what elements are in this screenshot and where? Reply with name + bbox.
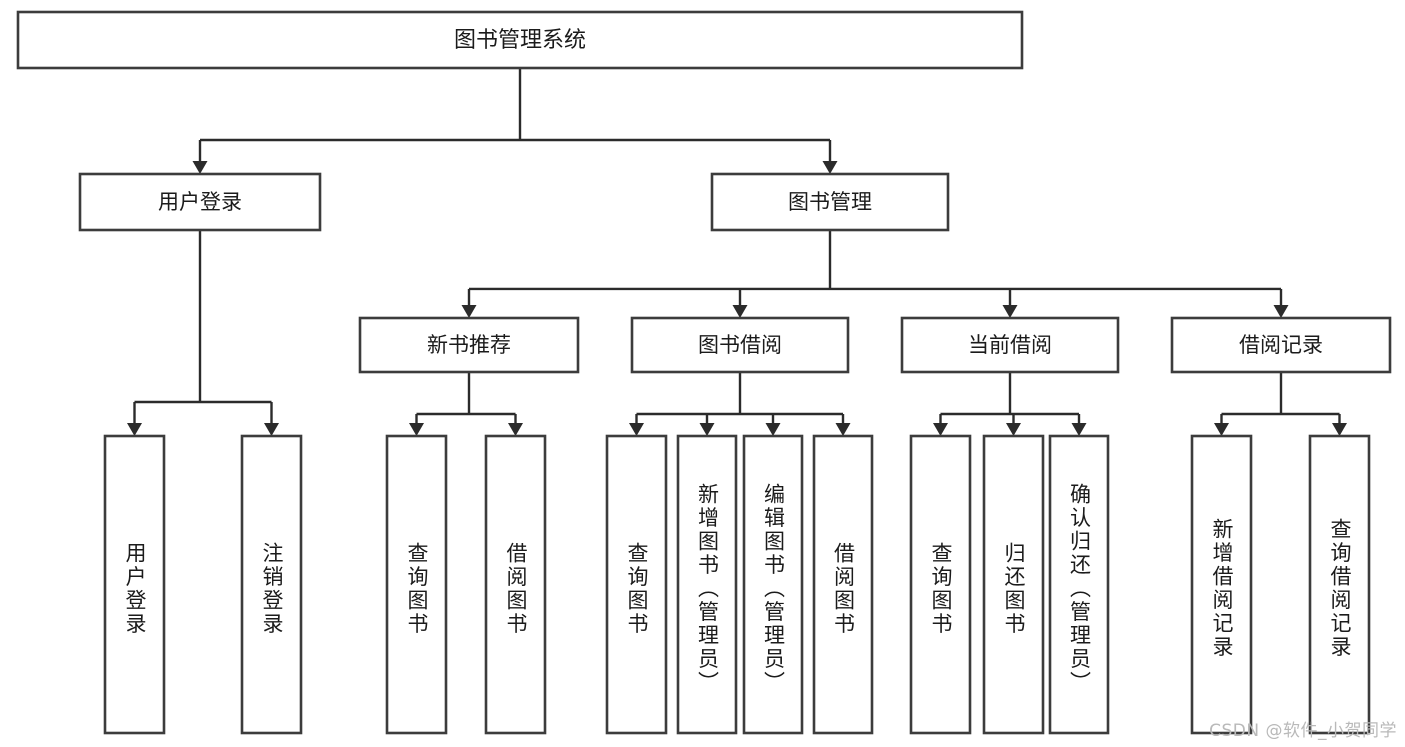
node-box-leaf-add-book-admin	[676, 434, 738, 735]
node-box-leaf-query-book-current	[909, 434, 972, 735]
node-box-root	[16, 10, 1024, 70]
conn-borrow-to-leaves-arrow-leaf-add-book-admin-head	[699, 423, 715, 436]
node-box-borrow-record	[1170, 316, 1392, 374]
node-book-borrow[interactable]: 图书借阅	[630, 316, 850, 374]
node-leaf-edit-book-admin[interactable]	[742, 434, 804, 735]
conn-root-to-level2-arrow-user-login-head	[192, 161, 208, 174]
conn-current-to-leaves-arrow-leaf-return-book-head	[1006, 423, 1021, 436]
node-leaf-query-book-recommend[interactable]	[385, 434, 448, 735]
node-label-user-login: 用户登录	[158, 190, 242, 214]
watermark-text: CSDN @软件_小贺同学	[1209, 721, 1397, 741]
connectors-layer	[127, 68, 1347, 436]
node-box-leaf-user-logout	[240, 434, 303, 735]
conn-record-to-leaves-arrow-leaf-add-borrow-record-head	[1214, 423, 1229, 436]
node-leaf-query-book-borrow[interactable]	[605, 434, 668, 735]
conn-bookmgmt-to-level3-arrow-borrow-record-head	[1273, 305, 1289, 318]
conn-borrow-to-leaves-arrow-leaf-borrow-book-head	[835, 423, 851, 436]
conn-record-to-leaves-arrow-leaf-query-borrow-record-head	[1332, 423, 1347, 436]
node-book-management[interactable]: 图书管理	[710, 172, 950, 232]
node-label-current-borrow: 当前借阅	[968, 333, 1052, 357]
node-box-leaf-query-book-recommend	[385, 434, 448, 735]
node-box-leaf-user-login	[103, 434, 166, 735]
node-box-new-book-recommend	[358, 316, 580, 374]
node-label-root: 图书管理系统	[454, 28, 586, 53]
conn-borrow-to-leaves-arrow-leaf-query-book-borrow-head	[629, 423, 644, 436]
node-leaf-user-login[interactable]	[103, 434, 166, 735]
node-root[interactable]: 图书管理系统	[16, 10, 1024, 70]
node-box-leaf-query-book-borrow	[605, 434, 668, 735]
node-leaf-query-borrow-record[interactable]	[1308, 434, 1371, 735]
node-box-current-borrow	[900, 316, 1120, 374]
node-box-leaf-edit-book-admin	[742, 434, 804, 735]
node-leaf-return-book[interactable]	[982, 434, 1045, 735]
conn-userlogin-to-leaves-arrow-leaf-user-login-head	[127, 423, 142, 436]
node-leaf-add-borrow-record[interactable]	[1190, 434, 1253, 735]
conn-bookmgmt-to-level3-arrow-book-borrow-head	[732, 305, 748, 318]
conn-current-to-leaves-arrow-leaf-query-book-current-head	[933, 423, 948, 436]
node-label-book-borrow: 图书借阅	[698, 333, 782, 357]
node-box-book-management	[710, 172, 950, 232]
node-box-leaf-return-book	[982, 434, 1045, 735]
node-box-leaf-confirm-return-admin	[1048, 434, 1110, 735]
conn-borrow-to-leaves-arrow-leaf-edit-book-admin-head	[765, 423, 781, 436]
node-box-leaf-add-borrow-record	[1190, 434, 1253, 735]
conn-root-to-level2-arrow-book-management-head	[822, 161, 838, 174]
node-box-book-borrow	[630, 316, 850, 374]
node-box-user-login	[78, 172, 322, 232]
node-box-leaf-borrow-book-recommend	[484, 434, 547, 735]
node-leaf-confirm-return-admin[interactable]	[1048, 434, 1110, 735]
node-leaf-query-book-current[interactable]	[909, 434, 972, 735]
conn-userlogin-to-leaves-arrow-leaf-user-logout-head	[264, 423, 279, 436]
node-user-login[interactable]: 用户登录	[78, 172, 322, 232]
node-leaf-add-book-admin[interactable]	[676, 434, 738, 735]
node-borrow-record[interactable]: 借阅记录	[1170, 316, 1392, 374]
node-leaf-borrow-book-recommend[interactable]	[484, 434, 547, 735]
node-box-leaf-query-borrow-record	[1308, 434, 1371, 735]
conn-current-to-leaves-arrow-leaf-confirm-return-admin-head	[1071, 423, 1087, 436]
node-label-book-management: 图书管理	[788, 190, 872, 214]
node-current-borrow[interactable]: 当前借阅	[900, 316, 1120, 374]
conn-recommend-to-leaves-arrow-leaf-borrow-book-recommend-head	[508, 423, 523, 436]
conn-bookmgmt-to-level3-arrow-new-book-recommend-head	[461, 305, 477, 318]
conn-recommend-to-leaves-arrow-leaf-query-book-recommend-head	[409, 423, 424, 436]
node-leaf-borrow-book[interactable]	[812, 434, 874, 735]
node-label-new-book-recommend: 新书推荐	[427, 333, 511, 357]
node-new-book-recommend[interactable]: 新书推荐	[358, 316, 580, 374]
conn-bookmgmt-to-level3-arrow-current-borrow-head	[1002, 305, 1018, 318]
node-box-leaf-borrow-book	[812, 434, 874, 735]
node-label-borrow-record: 借阅记录	[1239, 333, 1323, 357]
node-leaf-user-logout[interactable]	[240, 434, 303, 735]
